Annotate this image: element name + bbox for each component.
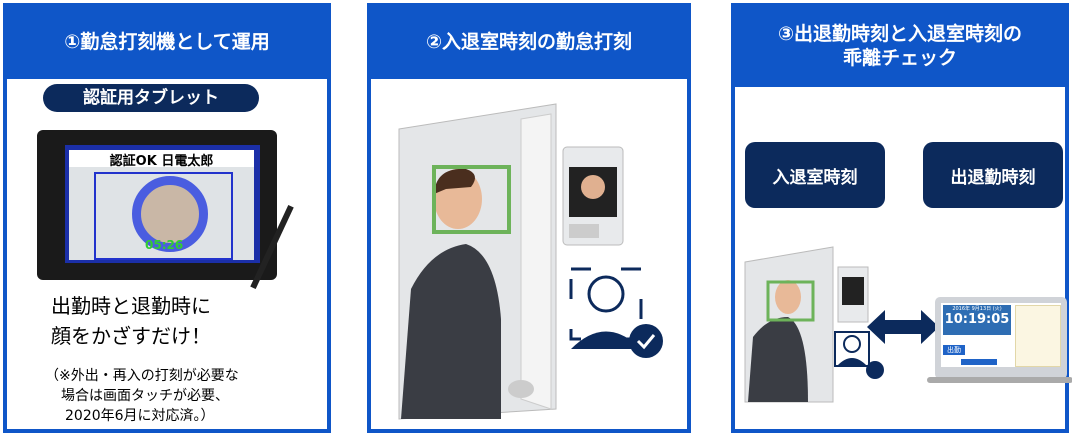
face-ring (132, 176, 208, 252)
timer-text: 05:26 (145, 238, 184, 252)
panel-title-line1: ③出退勤時刻と入退室時刻の (777, 23, 1023, 46)
panel-attendance-terminal: ①勤怠打刻機として運用 認証用タブレット 認証OK 日電太郎 05:26 出勤時… (3, 3, 331, 433)
entry-exit-time-box: 入退室時刻 (745, 142, 885, 208)
panel-title: ③出退勤時刻と入退室時刻の 乖離チェック (735, 7, 1065, 87)
laptop-illustration: 2016年 9月13日 (火) 10:19:05 出勤 (935, 297, 1067, 379)
door-mini-illustration (744, 246, 884, 403)
laptop-clock-in-button: 出勤 (943, 345, 965, 355)
tablet-illustration: 認証OK 日電太郎 05:26 (37, 130, 277, 280)
tablet-badge: 認証用タブレット (43, 84, 259, 112)
panel-title: ②入退室時刻の勤怠打刻 (371, 7, 687, 79)
double-arrow-icon (867, 310, 939, 344)
panel-title-line2: 乖離チェック (842, 47, 957, 69)
panel-room-entry: ②入退室時刻の勤怠打刻 (367, 3, 691, 433)
recognition-result-text: 認証OK 日電太郎 (69, 150, 254, 169)
clock-in-out-time-box: 出退勤時刻 (923, 142, 1063, 208)
laptop-date: 2016年 9月13日 (火) (952, 306, 1002, 312)
door-face-scan-illustration (398, 103, 663, 420)
note-2: 場合は画面タッチが必要、 (61, 388, 229, 404)
note-1: （※外出・再入の打刻が必要な (45, 368, 239, 384)
note-3: 2020年6月に対応済。） (65, 408, 215, 424)
panel-title: ①勤怠打刻機として運用 (7, 7, 327, 79)
laptop-time: 10:19:05 (944, 312, 1010, 327)
main-text-2: 顔をかざすだけ！ (51, 324, 211, 348)
main-text-1: 出勤時と退勤時に (51, 294, 211, 318)
panel-discrepancy-check: ③出退勤時刻と入退室時刻の 乖離チェック 入退室時刻 出退勤時刻 2016年 9… (731, 3, 1072, 433)
